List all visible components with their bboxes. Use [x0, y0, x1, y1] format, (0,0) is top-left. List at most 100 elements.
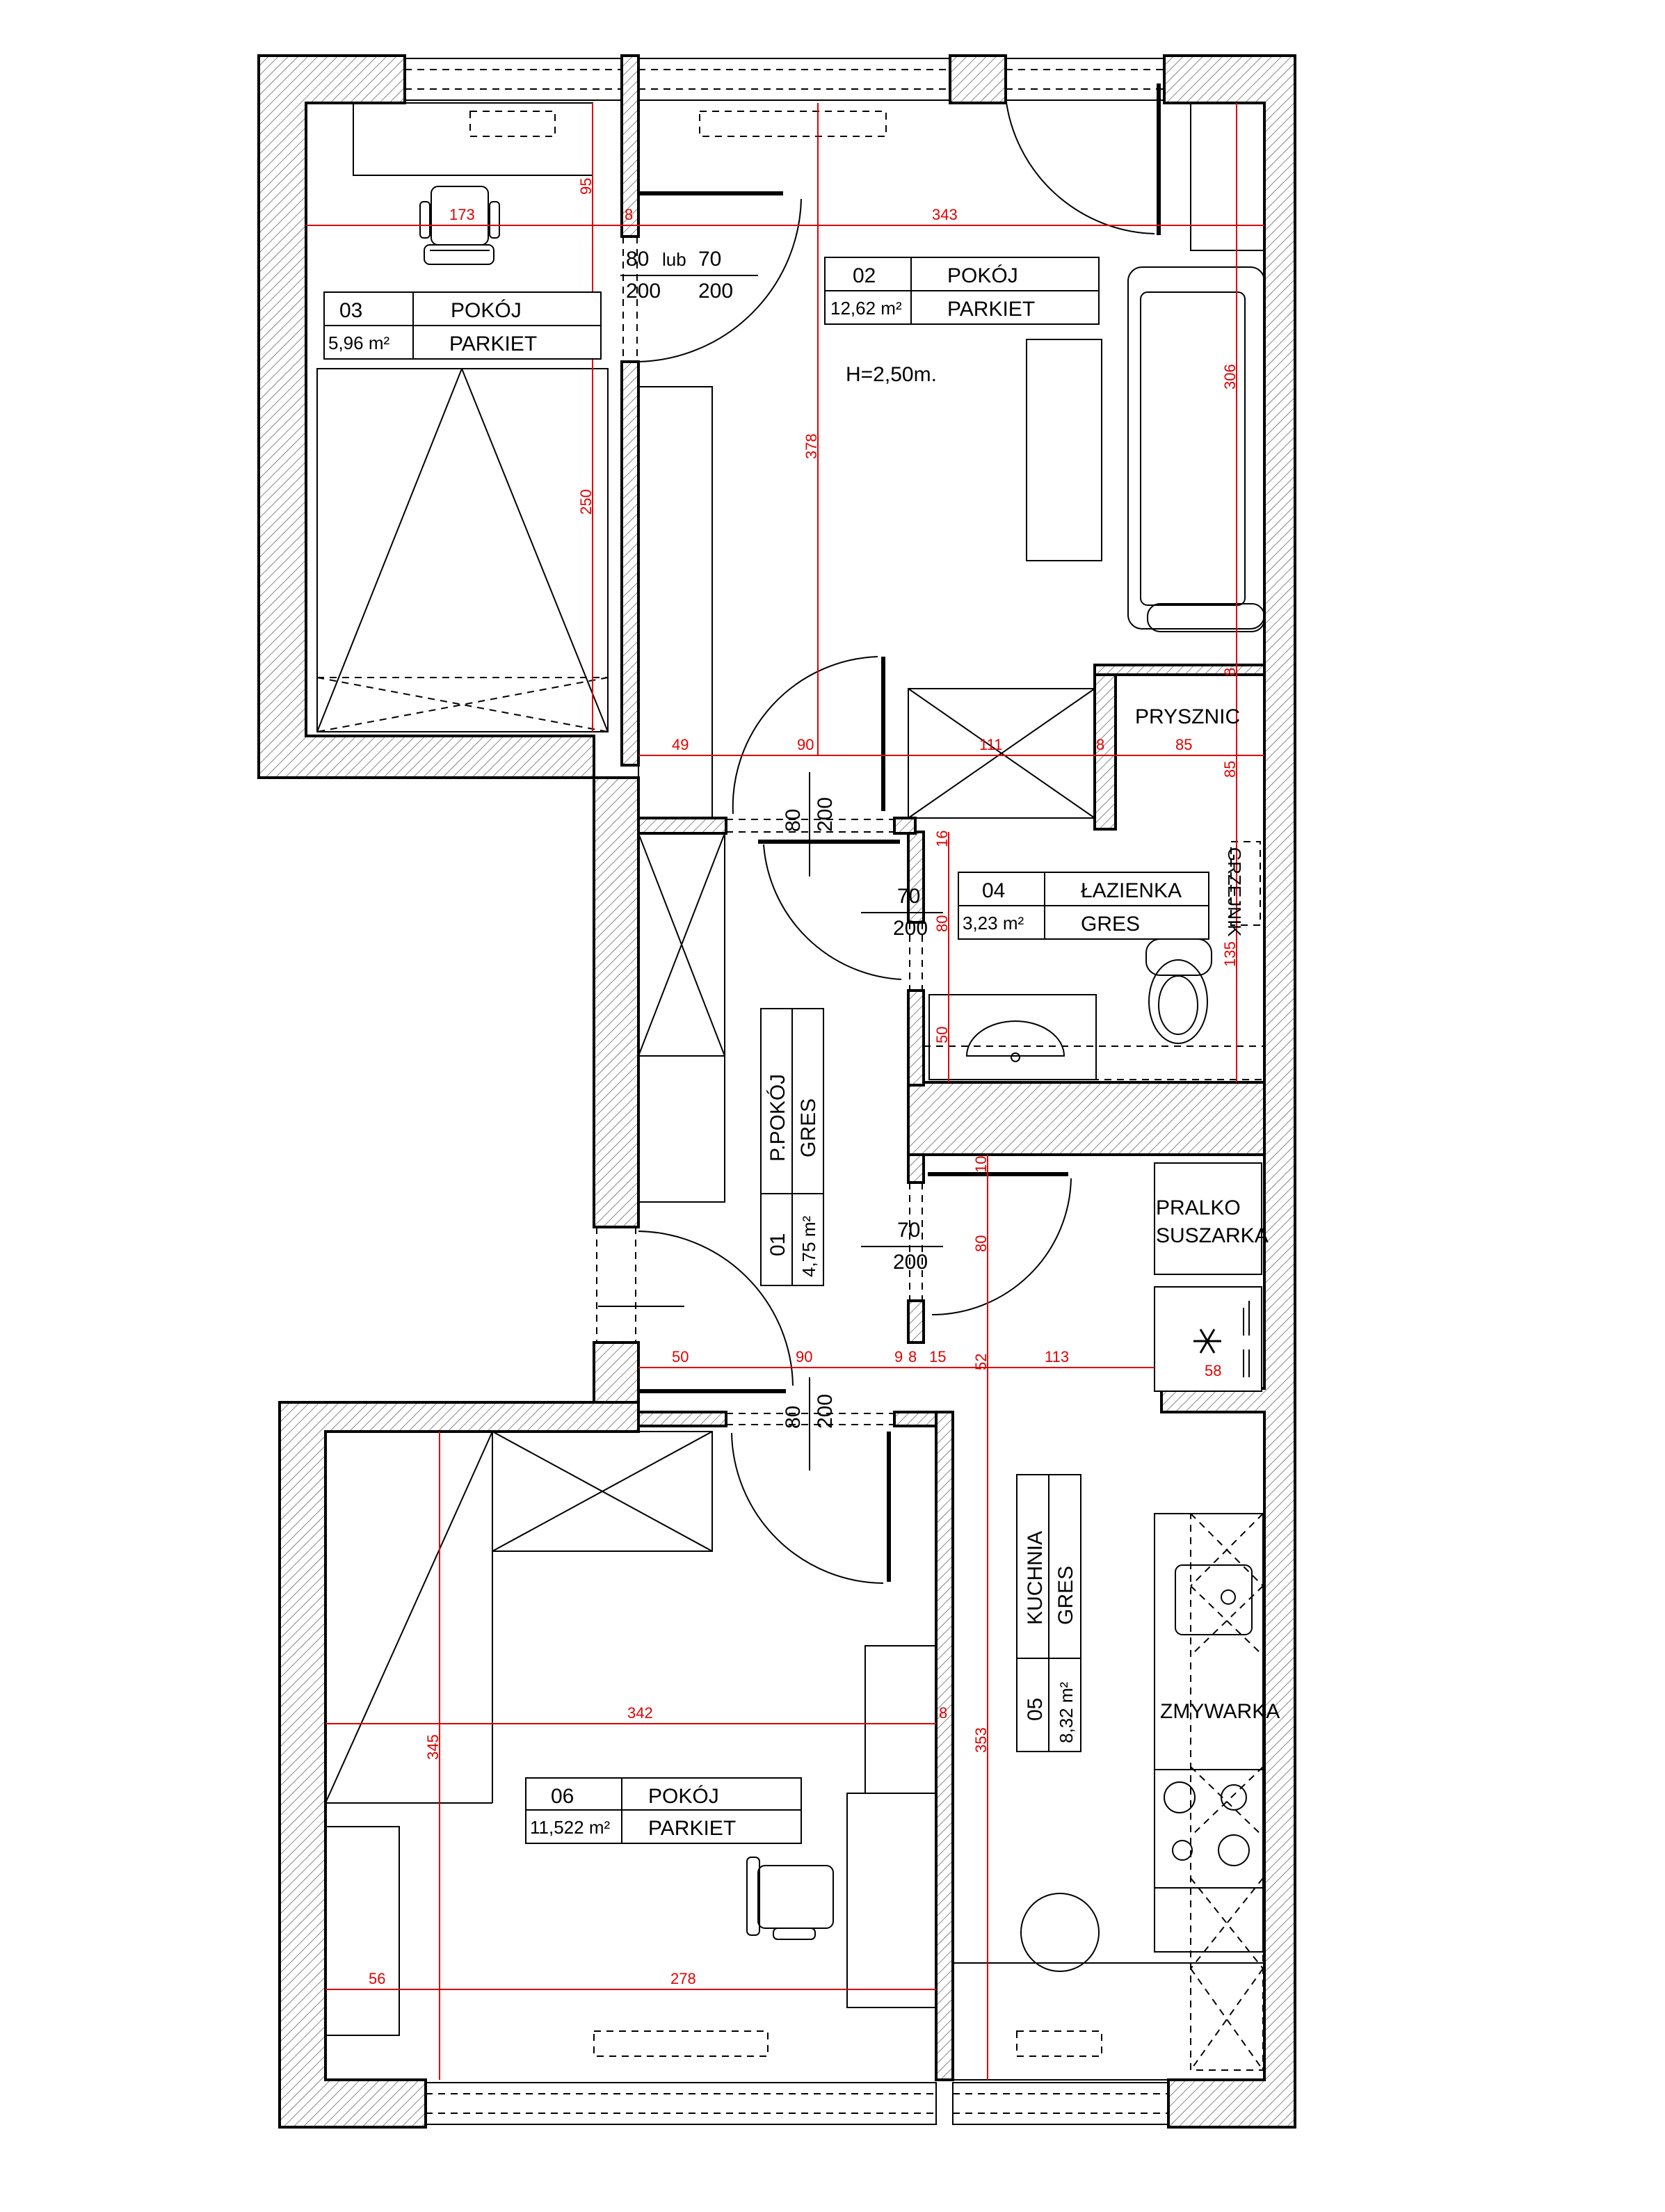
room-02-floor: PARKIET — [947, 298, 1035, 321]
dim-345: 345 — [424, 1734, 442, 1760]
door-03-alt: 70 — [698, 248, 721, 271]
room-03-area: 5,96 m² — [328, 332, 389, 353]
entrance-opening — [596, 1227, 684, 1343]
door-02-height: 200 — [814, 797, 837, 832]
door-bath-height: 200 — [893, 917, 928, 940]
dim-135: 135 — [1221, 941, 1239, 967]
room-label-02: 02 POKÓJ 12,62 m² PARKIET — [824, 257, 1100, 325]
dim-49: 49 — [672, 736, 689, 753]
room-label-04: 04 ŁAZIENKA 3,23 m² GRES — [958, 872, 1209, 940]
room-02-area: 12,62 m² — [830, 298, 902, 319]
room-05-name: KUCHNIA — [1024, 1531, 1047, 1625]
radiator-room-03 — [469, 111, 556, 137]
dishwasher-label: ZMYWARKA — [1160, 1700, 1280, 1723]
door-06-width: 80 — [782, 1406, 805, 1429]
table-room-02 — [1026, 339, 1102, 561]
room-label-03: 03 POKÓJ 5,96 m² PARKIET — [323, 291, 602, 360]
ceiling-height: H=2,50m. — [846, 363, 937, 386]
door-kitchen-width: 70 — [897, 1219, 920, 1242]
chair-room-06 — [746, 1857, 834, 1940]
door-kitchen-height: 200 — [893, 1251, 928, 1274]
dim-111: 111 — [979, 736, 1002, 753]
door-06-height: 200 — [814, 1394, 837, 1429]
balcony-door-room-02 — [1005, 58, 1165, 101]
chair-room-03 — [419, 186, 500, 265]
dim-250: 250 — [577, 489, 595, 515]
wardrobe-room-02 — [638, 386, 713, 819]
door-entrance — [638, 1231, 794, 1393]
window-room-02 — [638, 58, 951, 101]
room-03-floor: PARKIET — [449, 332, 537, 355]
window-room-03 — [404, 58, 622, 101]
room-06-area: 11,522 m² — [530, 1817, 610, 1838]
desk-room-03 — [353, 102, 593, 176]
room-label-06: 06 POKÓJ 11,522 m² PARKIET — [525, 1777, 802, 1844]
upper-cabinets — [1190, 1513, 1264, 2071]
door-room-03 — [638, 191, 802, 362]
shaft-box — [908, 688, 1095, 819]
radiator-room-02 — [699, 111, 887, 137]
dim-8b: 8 — [1096, 736, 1104, 753]
kitchen-table — [1020, 1893, 1100, 1972]
windows — [404, 58, 1169, 2125]
bed-room-06 — [325, 1431, 493, 1804]
sofa-room-02 — [1127, 266, 1265, 632]
dim-378: 378 — [803, 433, 820, 459]
dim-56: 56 — [369, 1970, 385, 1987]
radiator-room-06 — [593, 2030, 769, 2057]
door-03-width: 80 — [626, 248, 649, 271]
heater-label: GRZEJNIK — [1224, 847, 1245, 937]
door-size-labels: 80 lub 70 200 200 80 200 70 200 70 200 8… — [620, 248, 943, 1470]
door-bathroom — [758, 840, 902, 980]
dim-8e: 8 — [939, 1704, 947, 1722]
dim-90b: 90 — [796, 1348, 812, 1365]
dim-9: 9 — [894, 1348, 903, 1365]
room-06-number: 06 — [551, 1785, 574, 1808]
shower-label: PRYSZNIC — [1135, 705, 1240, 728]
door-room-02 — [732, 656, 885, 815]
dim-90a: 90 — [797, 736, 814, 753]
hall-wardrobe — [638, 833, 725, 1203]
door-03-or: lub — [662, 249, 686, 270]
dim-52: 52 — [972, 1354, 990, 1370]
dim-50a: 50 — [933, 1027, 951, 1043]
door-02-width: 80 — [782, 809, 805, 832]
room-01-floor: GRES — [797, 1098, 820, 1157]
heater-bath — [1230, 841, 1261, 926]
dim-8d: 8 — [908, 1348, 917, 1365]
dim-85a: 85 — [1175, 736, 1192, 753]
room-03-name: POKÓJ — [451, 299, 522, 322]
kitchen-counter — [1154, 1513, 1264, 1953]
door-bath-width: 70 — [897, 885, 920, 908]
dim-8a: 8 — [625, 206, 633, 223]
fixture-labels: PRYSZNIC GRZEJNIK PRALKO SUSZARKA ZMYWAR… — [1135, 705, 1280, 1723]
dim-85b: 85 — [1221, 761, 1239, 778]
washer-label-1: PRALKO — [1156, 1196, 1241, 1219]
shelf-room-06 — [864, 1645, 937, 1794]
room-06-floor: PARKIET — [648, 1817, 736, 1840]
washer-label-2: SUSZARKA — [1156, 1224, 1269, 1247]
room-05-number: 05 — [1024, 1698, 1047, 1721]
room-01-area: 4,75 m² — [798, 1216, 819, 1277]
door-room-06 — [731, 1432, 891, 1584]
room-01-name: P.POKÓJ — [766, 1074, 789, 1162]
room-04-floor: GRES — [1081, 913, 1140, 936]
dimension-labels: 173 343 95 8 250 378 306 49 90 111 8 85 … — [369, 178, 1239, 1987]
room-03-number: 03 — [339, 299, 362, 322]
wardrobe-top-right — [1190, 102, 1265, 251]
wardrobe-room-06 — [492, 1431, 713, 1552]
dim-278: 278 — [670, 1970, 696, 1987]
doors — [622, 83, 1161, 1584]
dim-343: 343 — [932, 206, 958, 223]
room-05-area: 8,32 m² — [1056, 1682, 1077, 1743]
dim-342: 342 — [627, 1704, 653, 1722]
room-01-number: 01 — [766, 1233, 789, 1256]
window-kitchen — [952, 2082, 1169, 2125]
room-02-name: POKÓJ — [947, 264, 1018, 287]
dim-10: 10 — [972, 1156, 990, 1173]
desk-room-06 — [846, 1793, 937, 2008]
furniture — [316, 102, 1265, 2081]
room-05-floor: GRES — [1054, 1566, 1077, 1625]
dim-58: 58 — [1205, 1362, 1221, 1379]
dim-113: 113 — [1045, 1348, 1069, 1365]
